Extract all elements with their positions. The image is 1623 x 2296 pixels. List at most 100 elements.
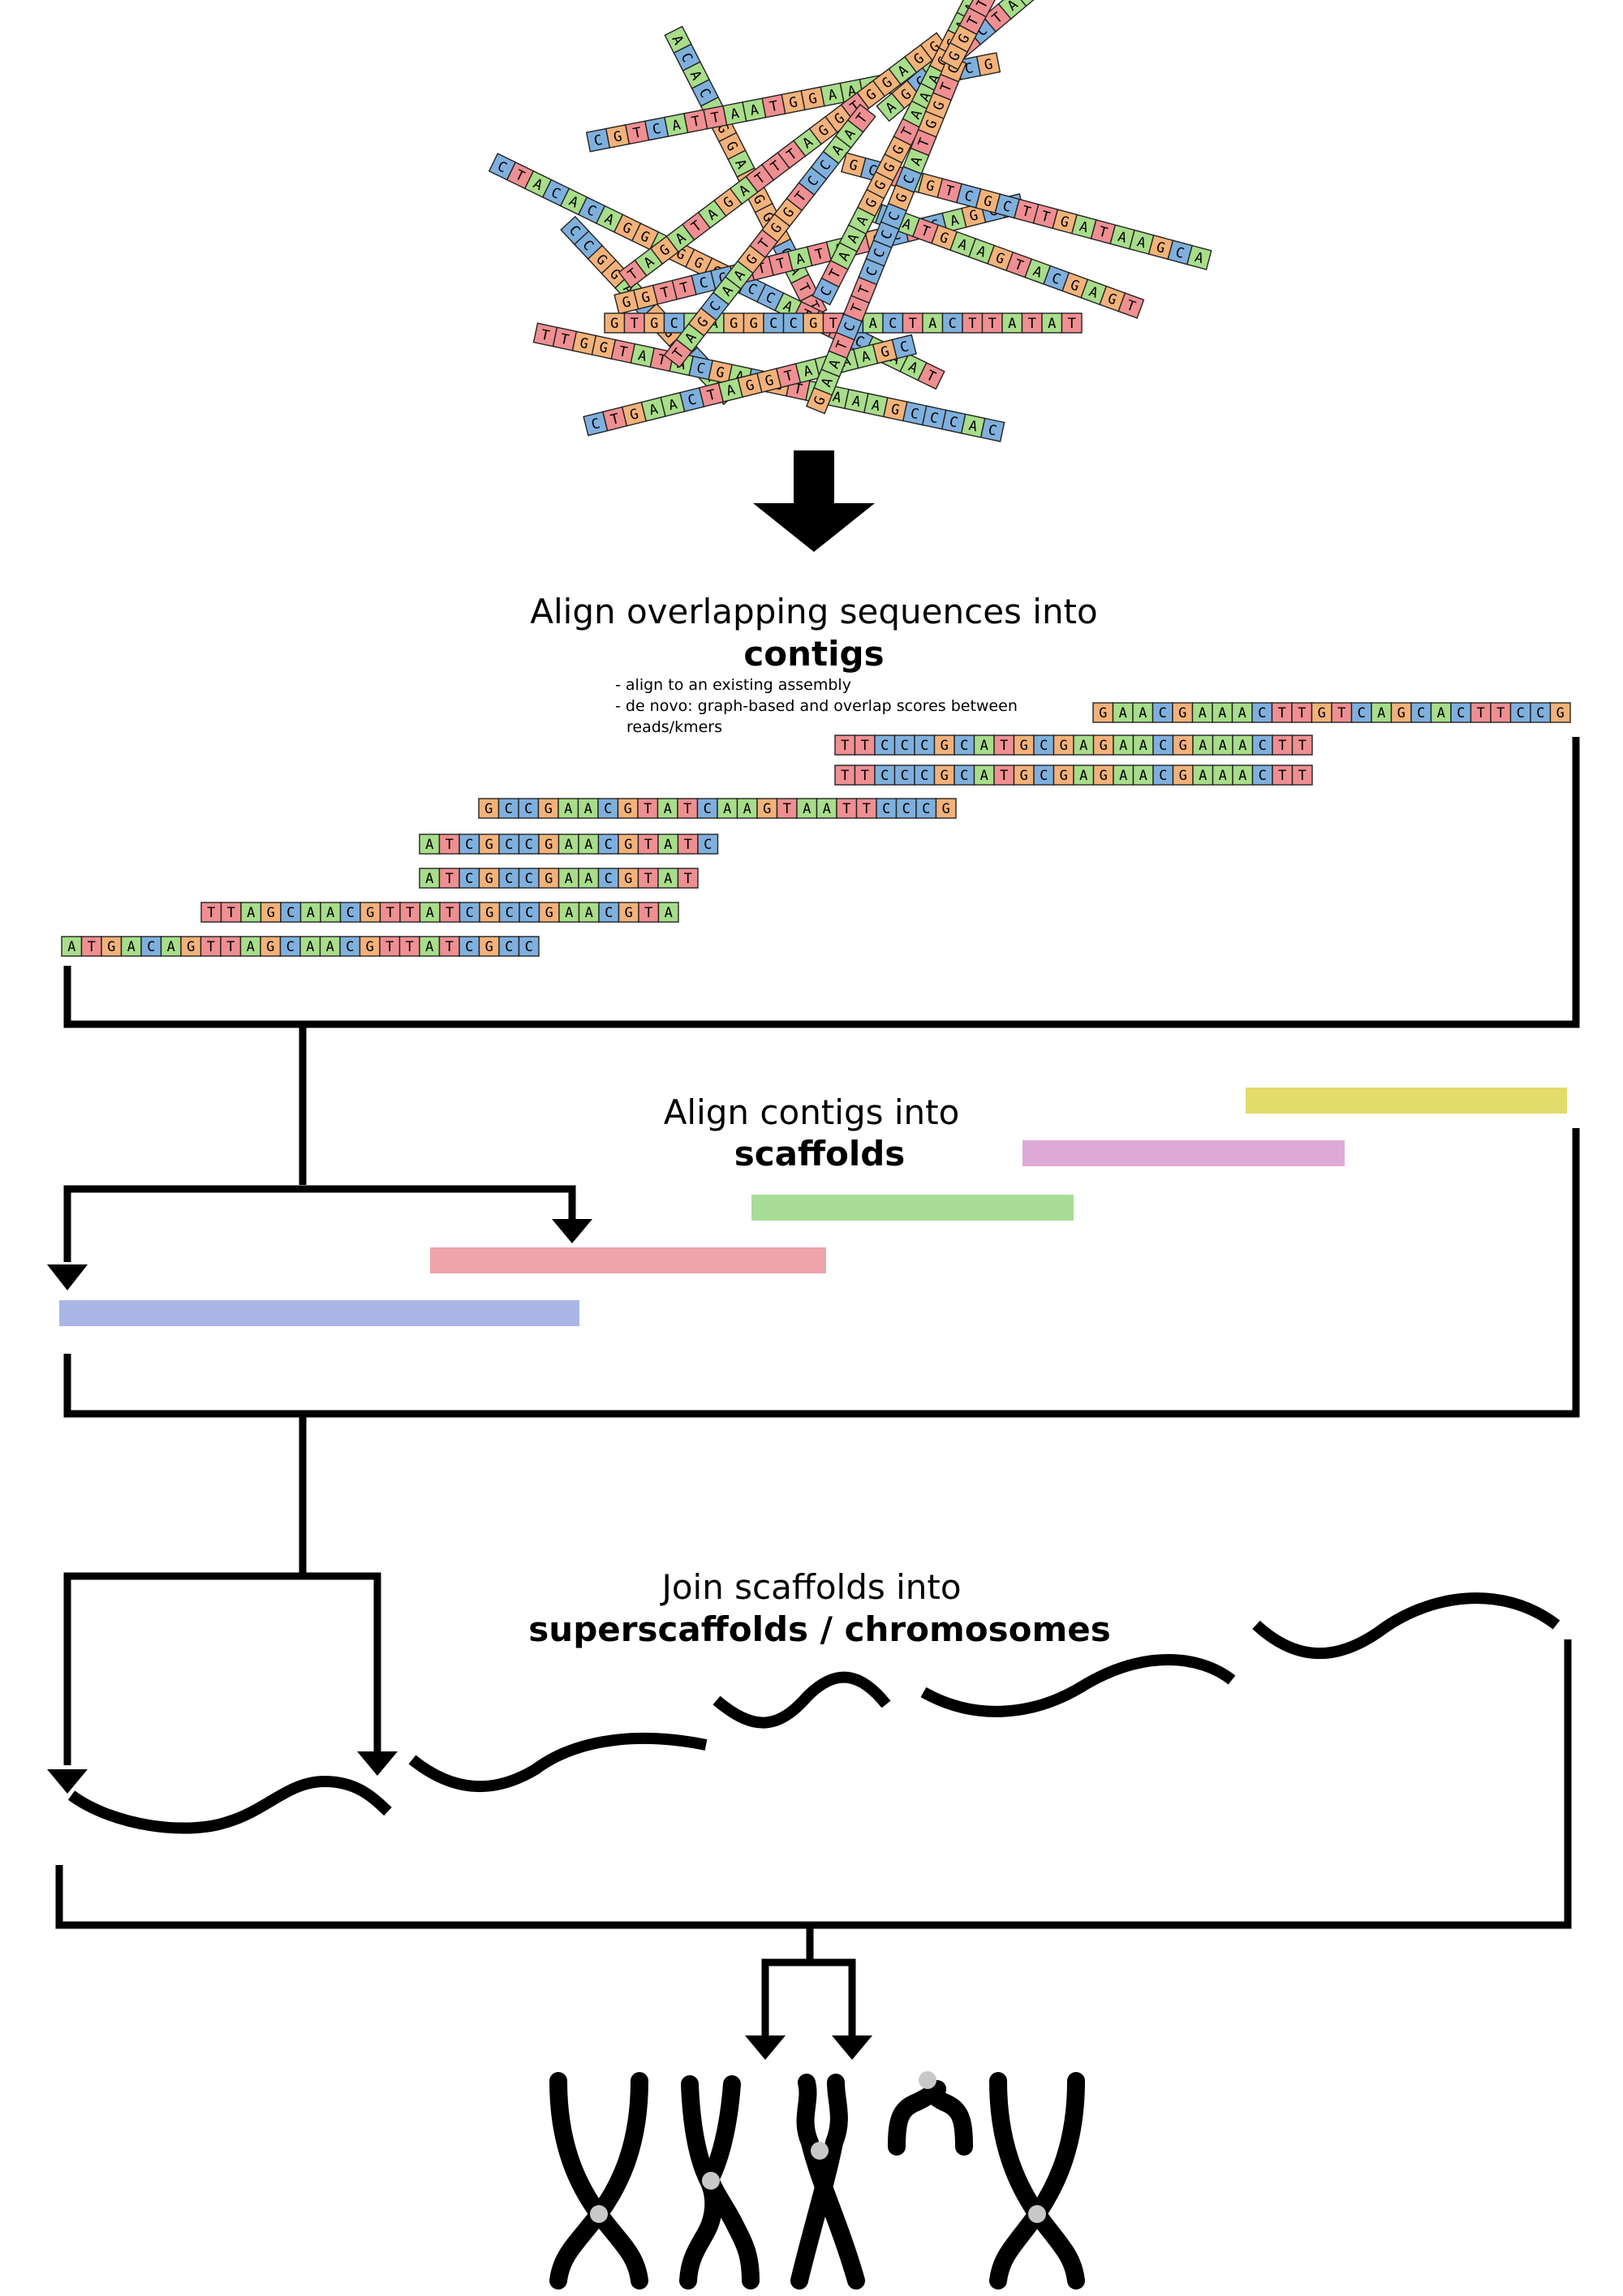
nucleotide-box: T bbox=[790, 274, 819, 302]
nucleotide-box: T bbox=[637, 834, 659, 855]
nucleotide-box: T bbox=[962, 312, 984, 334]
nucleotide-box: T bbox=[846, 103, 876, 133]
svg-text:T: T bbox=[1298, 738, 1307, 754]
nucleotide-box: A bbox=[419, 868, 441, 889]
svg-text:A: A bbox=[167, 939, 175, 955]
nucleotide-box: A bbox=[1186, 244, 1212, 270]
svg-text:G: G bbox=[1100, 768, 1108, 784]
centromere-4 bbox=[919, 2071, 936, 2089]
nucleotide-box: G bbox=[841, 152, 867, 178]
nucleotide-box: G bbox=[1092, 765, 1114, 786]
nucleotide-box: C bbox=[915, 798, 937, 819]
nucleotide-box: T bbox=[624, 120, 650, 145]
chromosome-3 bbox=[790, 2074, 865, 2290]
nucleotide-box: A bbox=[660, 391, 686, 417]
nucleotide-box: C bbox=[458, 902, 480, 923]
nucleotide-box: C bbox=[880, 202, 907, 230]
nucleotide-box: C bbox=[518, 936, 540, 957]
nucleotide-box: A bbox=[419, 834, 441, 855]
svg-text:G: G bbox=[1178, 705, 1186, 722]
nucleotide-box: C bbox=[895, 166, 923, 193]
nucleotide-box: A bbox=[1132, 765, 1154, 786]
svg-text:G: G bbox=[941, 738, 949, 754]
nucleotide-box: A bbox=[523, 170, 553, 198]
nucleotide-box: T bbox=[893, 118, 921, 146]
nucleotide-box: A bbox=[239, 936, 261, 957]
nucleotide-box: C bbox=[876, 798, 898, 819]
nucleotide-box: C bbox=[895, 798, 917, 819]
nucleotide-box: C bbox=[498, 936, 520, 957]
nucleotide-box: G bbox=[537, 798, 559, 819]
nucleotide-box: A bbox=[736, 798, 758, 819]
stage3-bracket bbox=[55, 1639, 1572, 1929]
stage3-split-line bbox=[63, 1572, 381, 1765]
nucleotide-box: T bbox=[768, 251, 794, 277]
nucleotide-box: A bbox=[1231, 702, 1253, 723]
svg-text:C: C bbox=[922, 801, 930, 817]
svg-text:G: G bbox=[788, 94, 799, 112]
nucleotide-box: T bbox=[1021, 312, 1043, 334]
svg-text:C: C bbox=[1159, 705, 1167, 722]
contig-bar-green bbox=[751, 1195, 1074, 1221]
nucleotide-box: C bbox=[458, 868, 480, 889]
svg-text:G: G bbox=[1556, 705, 1565, 722]
scaffold-curve-5 bbox=[1252, 1592, 1561, 1660]
svg-text:G: G bbox=[625, 905, 633, 921]
svg-text:G: G bbox=[1060, 738, 1068, 754]
nucleotide-box: G bbox=[887, 184, 915, 212]
nucleotide-box: T bbox=[698, 382, 725, 407]
nucleotide-box: G bbox=[756, 368, 782, 394]
nucleotide-box: C bbox=[956, 183, 982, 209]
svg-text:T: T bbox=[227, 905, 235, 921]
svg-text:T: T bbox=[1496, 705, 1505, 722]
svg-text:A: A bbox=[802, 363, 814, 381]
svg-text:C: C bbox=[704, 837, 712, 853]
centromere-2 bbox=[702, 2172, 720, 2190]
nucleotide-box: C bbox=[498, 902, 520, 923]
svg-text:A: A bbox=[980, 768, 988, 784]
nucleotide-box: A bbox=[844, 388, 869, 414]
nucleotide-box: C bbox=[1251, 734, 1273, 756]
nucleotide-box: A bbox=[419, 936, 441, 957]
svg-text:A: A bbox=[1437, 705, 1445, 722]
nucleotide-box: G bbox=[917, 110, 945, 138]
svg-text:T: T bbox=[1000, 738, 1008, 754]
nucleotide-box: C bbox=[339, 936, 361, 957]
svg-text:A: A bbox=[1377, 705, 1385, 722]
svg-text:T: T bbox=[406, 939, 414, 955]
nucleotide-box: G bbox=[773, 197, 803, 227]
nucleotide-box: T bbox=[637, 798, 659, 819]
svg-text:A: A bbox=[584, 871, 592, 887]
svg-text:A: A bbox=[1119, 738, 1127, 754]
svg-text:A: A bbox=[730, 106, 741, 123]
nucleotide-box: T bbox=[1272, 734, 1294, 756]
svg-text:T: T bbox=[1000, 768, 1008, 784]
svg-text:T: T bbox=[644, 871, 652, 887]
nucleotide-box: G bbox=[866, 170, 894, 200]
nucleotide-box: C bbox=[835, 313, 863, 341]
scaffold-curve-4 bbox=[920, 1654, 1236, 1717]
svg-text:A: A bbox=[637, 347, 648, 365]
nucleotide-box: C bbox=[498, 834, 520, 855]
nucleotide-box: C bbox=[1043, 265, 1070, 292]
nucleotide-box: C bbox=[644, 116, 669, 141]
nucleotide-box: G bbox=[708, 360, 733, 385]
nucleotide-box: A bbox=[577, 798, 599, 819]
svg-text:C: C bbox=[909, 405, 920, 423]
nucleotide-box: G bbox=[800, 86, 825, 111]
svg-text:G: G bbox=[579, 335, 590, 353]
svg-text:C: C bbox=[525, 905, 533, 921]
nucleotide-box: G bbox=[1172, 702, 1194, 723]
nucleotide-box: A bbox=[1232, 734, 1254, 756]
nucleotide-box: A bbox=[796, 798, 818, 819]
nucleotide-box: G bbox=[101, 936, 123, 957]
nucleotide-box: G bbox=[883, 397, 908, 422]
svg-text:C: C bbox=[465, 939, 473, 955]
nucleotide-box: C bbox=[1410, 702, 1432, 723]
nucleotide-box: A bbox=[1113, 734, 1134, 756]
centromere-5 bbox=[1028, 2205, 1046, 2223]
svg-text:T: T bbox=[559, 331, 570, 349]
svg-text:T: T bbox=[968, 316, 976, 332]
nucleotide-box: C bbox=[914, 765, 936, 786]
